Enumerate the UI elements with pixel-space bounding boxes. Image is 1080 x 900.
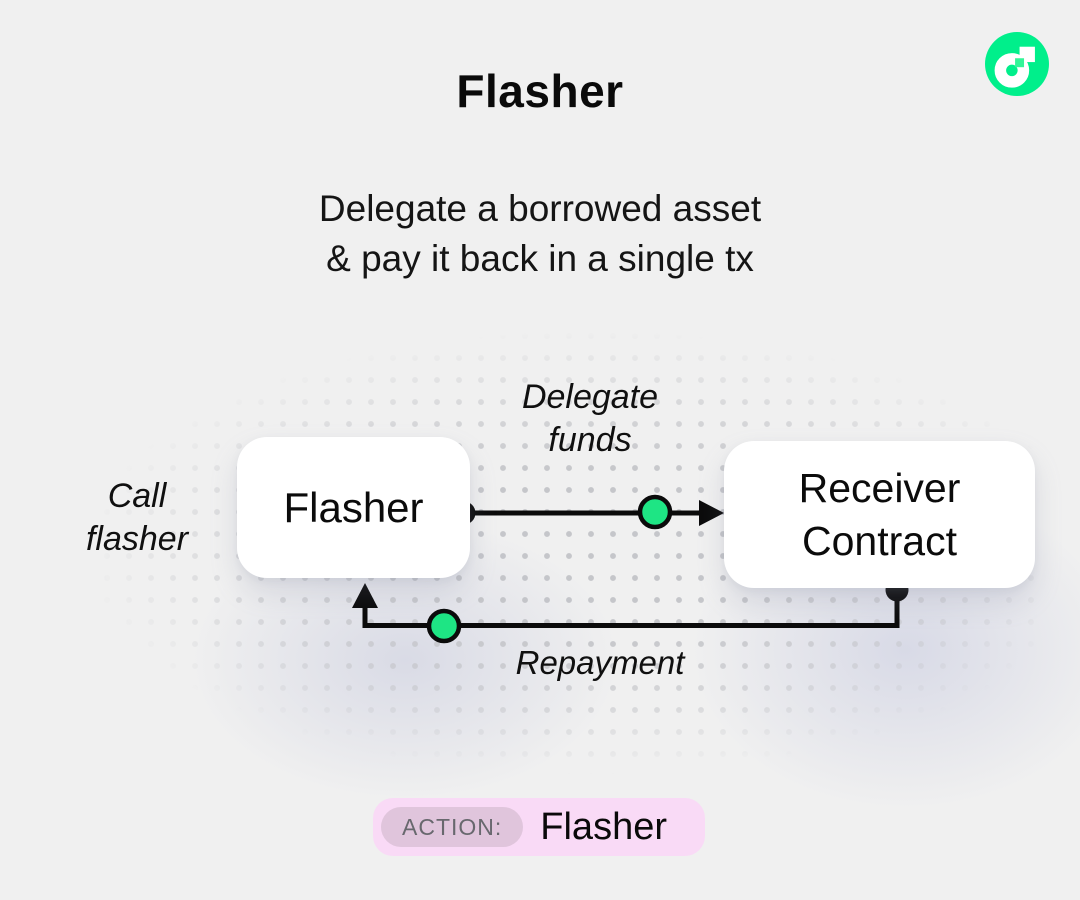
call-label-line1: Call xyxy=(107,477,167,515)
delegate-label-line2: funds xyxy=(548,421,632,459)
page-subtitle: Delegate a borrowed asset & pay it back … xyxy=(0,184,1080,284)
action-badge: ACTION: xyxy=(381,807,524,847)
receiver-label-line1: Receiver xyxy=(798,464,961,511)
page-title: Flasher xyxy=(456,65,624,117)
repayment-label: Repayment xyxy=(515,644,685,681)
flow-logo-icon xyxy=(985,32,1049,96)
call-flasher-label: Call flasher xyxy=(47,475,227,561)
funds-token-repayment xyxy=(426,608,462,644)
delegate-funds-label: Delegate funds xyxy=(480,376,700,462)
delegate-arrow xyxy=(452,494,724,530)
arrowhead-right xyxy=(699,500,724,526)
delegate-label-line1: Delegate xyxy=(521,378,659,416)
node-receiver-contract: Receiver Contract xyxy=(724,441,1035,588)
call-label-line2: flasher xyxy=(85,520,189,558)
node-receiver-label: Receiver Contract xyxy=(799,462,961,568)
funds-token-delegate xyxy=(637,494,673,530)
receiver-label-line2: Contract xyxy=(802,517,957,564)
node-flasher-label: Flasher xyxy=(283,483,424,531)
node-flasher: Flasher xyxy=(237,437,470,578)
action-bar: ACTION: Flasher xyxy=(373,798,705,856)
action-value: Flasher xyxy=(540,805,667,848)
arrowhead-up xyxy=(352,583,378,608)
subtitle-line-1: Delegate a borrowed asset xyxy=(318,188,762,229)
subtitle-line-2: & pay it back in a single tx xyxy=(326,238,754,279)
